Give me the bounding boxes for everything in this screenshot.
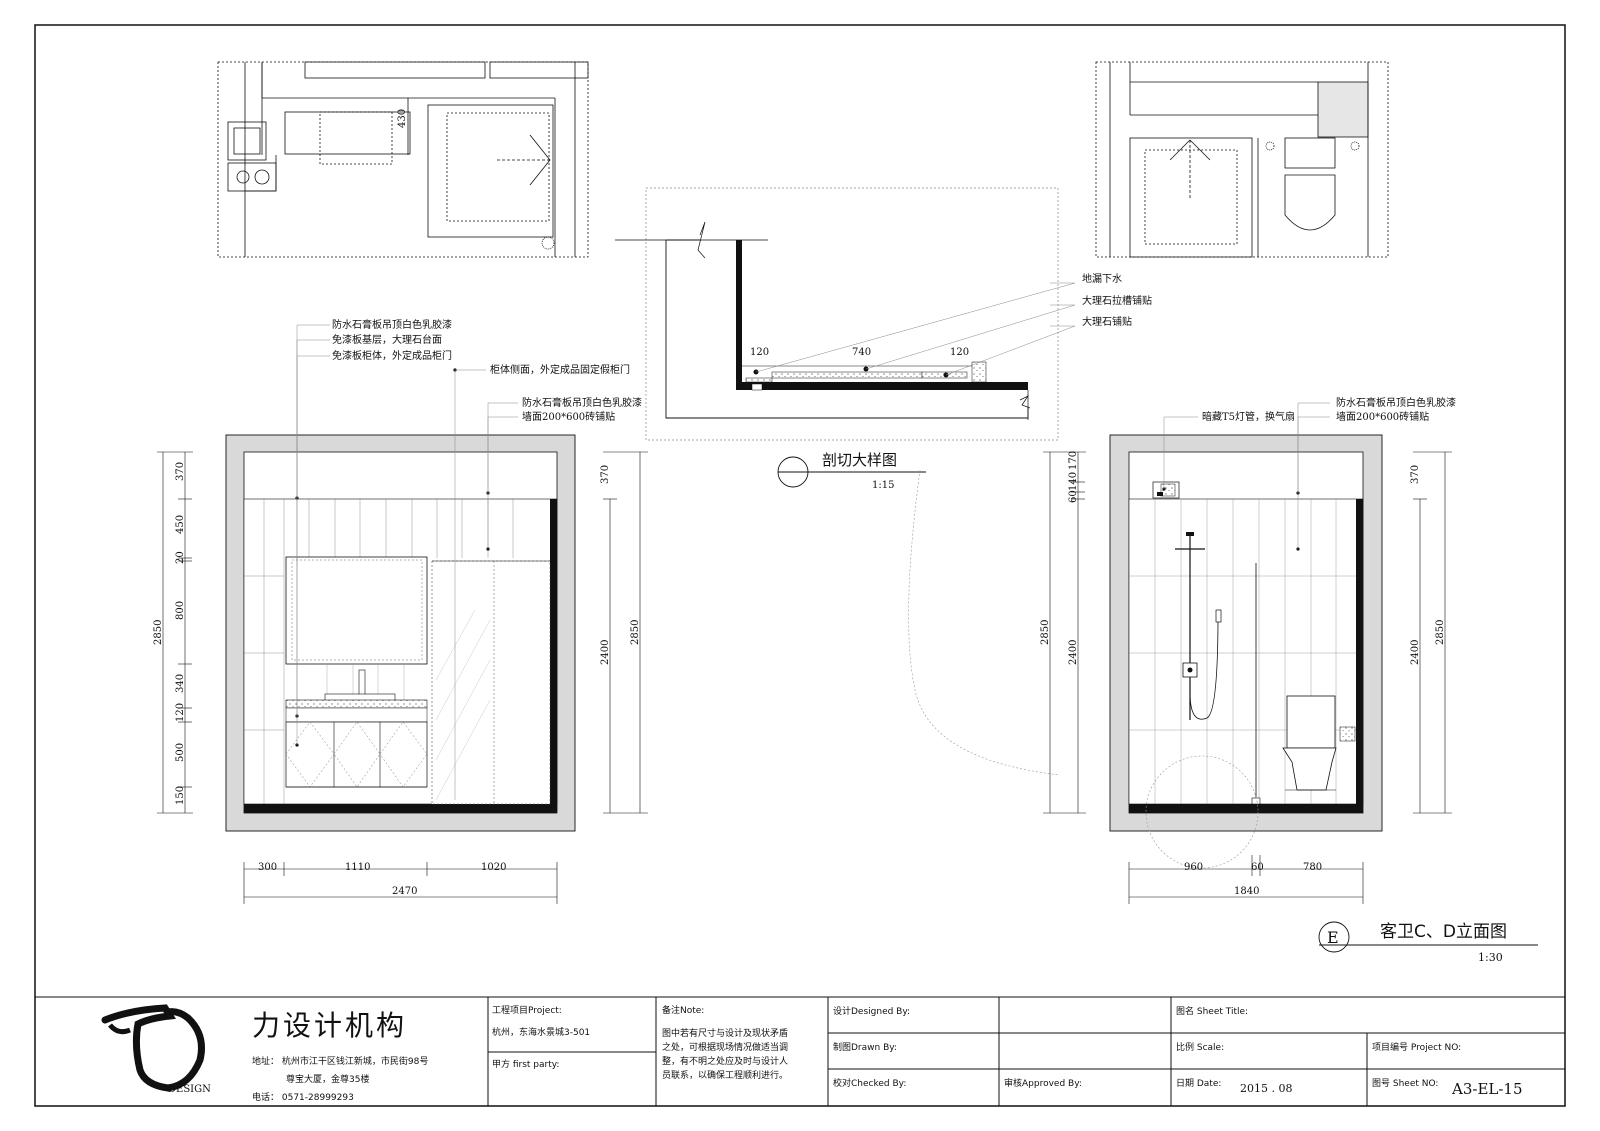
company-address-1: 地址： 杭州市江干区钱江新城，市民街98号 [252, 1057, 429, 1067]
company-address-2: 尊宝大厦，金尊35楼 [286, 1075, 370, 1085]
elev-c-dim-800: 800 [175, 601, 186, 620]
elev-d-dim-left-total: 2850 [1040, 620, 1051, 645]
elev-c-dim-right-total: 2850 [630, 620, 641, 645]
approved-by-label: 审核Approved By: [1004, 1079, 1082, 1089]
elevation-c [157, 324, 648, 904]
sheet-no-value: A3-EL-15 [1452, 1080, 1523, 1098]
drawn-by-label: 制图Drawn By: [833, 1043, 897, 1053]
sheet-label-scale: 1:30 [1478, 951, 1503, 964]
elev-c-note-cabinet: 免漆板柜体，外定成品柜门 [332, 349, 452, 362]
company-name: 力设计机构 [252, 1009, 408, 1042]
elev-d-dim-total: 1840 [1234, 886, 1259, 897]
elev-d-dim-right-total: 2850 [1435, 620, 1446, 645]
sheet-label-title: 客卫C、D立面图 [1380, 922, 1507, 942]
section-title: 剖切大样图 [822, 451, 897, 469]
elev-c-dim-1110: 1110 [345, 862, 370, 873]
elev-c-dim-1020: 1020 [481, 862, 506, 873]
elev-c-dim-450: 450 [175, 515, 186, 534]
section-scale: 1:15 [872, 480, 894, 491]
checked-by-label: 校对Checked By: [833, 1079, 907, 1089]
elev-d-note-lighting: 暗藏T5灯管，换气扇 [1202, 410, 1295, 423]
floor-plan-d [1095, 61, 1389, 258]
plan-dim-430: 430 [397, 109, 408, 128]
elev-d-note-ceiling: 防水石膏板吊顶白色乳胶漆 [1336, 396, 1456, 409]
elev-c-dim-left-total: 2850 [153, 620, 164, 645]
section-dim-740: 740 [852, 347, 871, 358]
scale-label: 比例 Scale: [1176, 1043, 1225, 1053]
note-line-1: 图中若有尺寸与设计及现状矛盾 [662, 1029, 789, 1039]
floor-plan-c [217, 61, 589, 258]
elev-c-note-countertop: 免漆板基层，大理石台面 [332, 333, 442, 346]
sheet-label-letter: E [1327, 928, 1339, 947]
note-line-2: 之处，可根据现场情况做适当调 [662, 1043, 789, 1053]
elev-d-dim-right-inner: 2400 [1410, 640, 1421, 665]
elev-c-dim-total: 2470 [392, 886, 417, 897]
project-label: 工程项目Project: [492, 1006, 562, 1016]
elevation-d [1043, 402, 1452, 904]
section-dim-120-right: 120 [950, 347, 969, 358]
note-label: 备注Note: [662, 1006, 705, 1016]
project-value: 杭州，东海水景城3-501 [492, 1028, 591, 1038]
note-line-4: 员联系，以确保工程顺利进行。 [662, 1071, 789, 1081]
elev-d-note-wall-tile: 墙面200*600砖铺贴 [1336, 410, 1429, 423]
elev-c-note-cabinet-side: 柜体侧面，外定成品固定假柜门 [490, 363, 630, 376]
sheet-no-label: 图号 Sheet NO: [1372, 1079, 1439, 1089]
elev-c-dim-300: 300 [258, 862, 277, 873]
elev-d-dim-left-inner: 2400 [1068, 640, 1079, 665]
date-value: 2015 . 08 [1240, 1082, 1293, 1095]
elev-c-dim-top-right: 370 [600, 465, 611, 484]
elev-d-dim-780: 780 [1303, 862, 1322, 873]
elev-c-note-ceiling-2: 防水石膏板吊顶白色乳胶漆 [522, 396, 642, 409]
note-line-3: 整，有不明之处应及时与设计人 [662, 1057, 789, 1067]
elev-d-dim-60-bottom: 60 [1251, 862, 1264, 873]
company-logo [101, 1004, 205, 1092]
section-label-marble: 大理石铺贴 [1082, 315, 1132, 328]
title-block-grid [35, 996, 1565, 1106]
client-label: 甲方 first party: [492, 1060, 560, 1070]
designed-by-label: 设计Designed By: [833, 1007, 911, 1017]
date-label: 日期 Date: [1176, 1079, 1222, 1089]
elev-c-dim-370: 370 [175, 462, 186, 481]
elev-d-dim-960: 960 [1184, 862, 1203, 873]
elev-c-note-ceiling: 防水石膏板吊顶白色乳胶漆 [332, 318, 452, 331]
elev-c-dim-120: 120 [175, 703, 186, 722]
sheet-border [34, 24, 1566, 1107]
elev-d-dim-top-right: 370 [1410, 465, 1421, 484]
elev-c-dim-340: 340 [175, 674, 186, 693]
elev-c-dim-20: 20 [175, 551, 186, 564]
elev-d-dim-170: 170 [1068, 451, 1079, 470]
logo-subtitle: DESIGN [168, 1084, 211, 1095]
section-dim-120-left: 120 [750, 347, 769, 358]
elev-c-dim-150: 150 [175, 786, 186, 805]
section-label-grooved-marble: 大理石拉槽铺贴 [1082, 294, 1152, 307]
section-label-drain: 地漏下水 [1082, 272, 1122, 285]
elev-d-dim-60: 60 [1068, 490, 1079, 503]
section-detail [615, 187, 1076, 776]
elev-c-note-wall-tile: 墙面200*600砖铺贴 [522, 410, 615, 423]
elev-c-dim-right-inner: 2400 [600, 640, 611, 665]
project-no-label: 项目编号 Project NO: [1372, 1043, 1462, 1053]
elev-c-dim-500: 500 [175, 743, 186, 762]
sheet-title-label: 图名 Sheet Title: [1176, 1007, 1249, 1017]
company-phone: 电话： 0571-28999293 [252, 1093, 354, 1103]
elev-d-dim-140: 140 [1068, 472, 1079, 491]
sheet-label [1318, 921, 1538, 953]
